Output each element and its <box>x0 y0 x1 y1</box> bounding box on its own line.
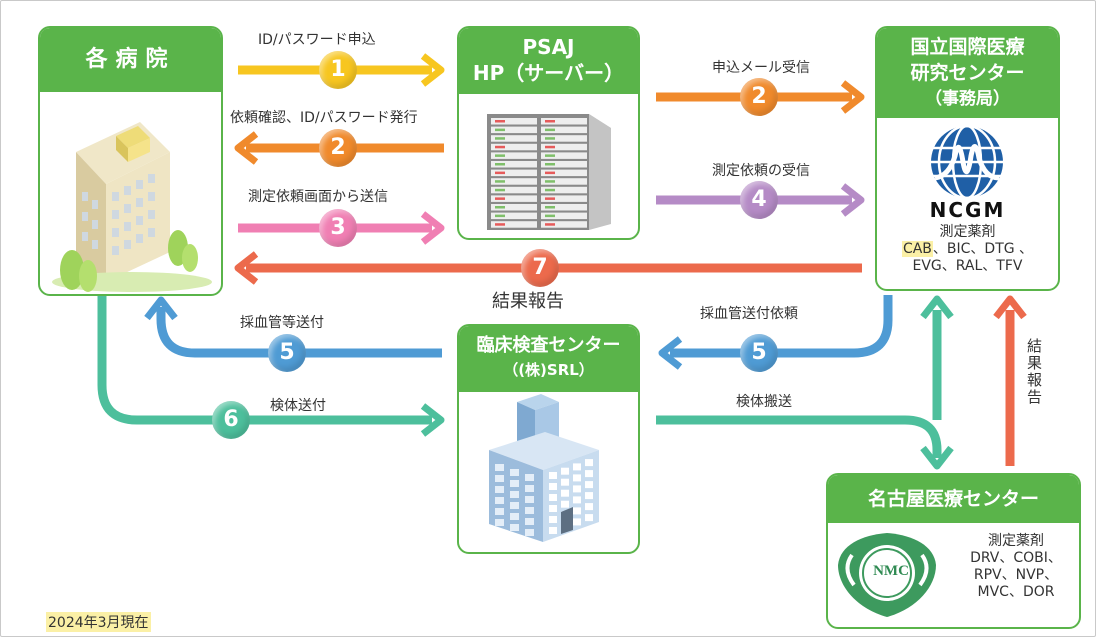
label-issue-id: 依頼確認、ID/パスワード発行 <box>230 110 418 126</box>
nagoya-drugs-heading: 測定薬剤 <box>988 533 1044 549</box>
ncgm-title-line1: 国立国際医療 <box>910 36 1025 58</box>
nagoya-drugs-line3: MVC、DOR <box>977 584 1055 600</box>
arrow-5-send-tubes <box>156 307 442 358</box>
step-5-badge-right: 5 <box>740 334 778 372</box>
nagoya-drugs-line1: DRV、COBI、 <box>970 550 1062 566</box>
ncgm-drugs-heading: 測定薬剤 <box>939 224 996 240</box>
arrow-6-send-specimen <box>97 295 432 425</box>
ncgm-drugs-line1-rest: 、BIC、DTG 、 <box>932 241 1034 257</box>
step-2-badge-left: 2 <box>319 129 357 167</box>
nagoya-drugs-line2: RPV、NVP、 <box>973 567 1059 583</box>
label-receive-mail: 申込メール受信 <box>712 60 810 76</box>
psaj-title-line2: HP（サーバー） <box>472 61 625 85</box>
hospital-title: 各病院 <box>40 28 221 92</box>
ncgm-drugs-line2: EVG、RAL、TFV <box>912 258 1023 274</box>
ncgm-title-line2: 研究センター <box>910 62 1025 84</box>
step-6-badge: 6 <box>212 401 250 439</box>
step-3-badge: 3 <box>319 209 357 247</box>
ncgm-title-line3: （事務局） <box>925 89 1010 109</box>
label-send-request: 測定依頼画面から送信 <box>248 189 388 205</box>
step-1-badge: 1 <box>319 51 357 89</box>
ncgm-drugs-line1: CAB、BIC、DTG 、 <box>877 241 1058 258</box>
label-send-tubes: 採血管等送付 <box>240 315 324 331</box>
label-result-report: 結果報告 <box>492 291 564 312</box>
as-of-date-note: 2024年3月現在 <box>46 612 151 632</box>
srl-box: 臨床検査センター （(株)SRL） <box>457 324 640 554</box>
ncgm-logo-text: NCGM <box>929 198 1006 222</box>
label-apply-id: ID/パスワード申込 <box>258 32 376 48</box>
srl-office-building-icon <box>489 394 599 542</box>
label-request-tubes: 採血管送付依頼 <box>700 306 798 322</box>
nagoya-drugs: 測定薬剤 DRV、COBI、 RPV、NVP、 MVC、DOR <box>966 533 1066 601</box>
hospital-building-icon <box>52 122 212 292</box>
arrow-specimen-transport <box>656 415 942 458</box>
label-send-specimen: 検体送付 <box>270 398 326 414</box>
srl-title-line1: 臨床検査センター <box>476 335 621 356</box>
srl-title: 臨床検査センター （(株)SRL） <box>459 326 638 392</box>
ncgm-box: 国立国際医療 研究センター （事務局） NCGM 測定薬剤 CAB、BIC、DT… <box>875 26 1060 291</box>
label-receive-request: 測定依頼の受信 <box>712 163 810 179</box>
nmc-logo-text: NMC <box>873 563 909 579</box>
step-2-badge-right: 2 <box>740 78 778 116</box>
psaj-title-line1: PSAJ <box>522 35 575 59</box>
psaj-title: PSAJ HP（サーバー） <box>459 28 638 94</box>
label-specimen-transport: 検体搬送 <box>736 394 792 410</box>
nmc-logo-icon <box>838 533 936 617</box>
hospital-box: 各病院 <box>38 26 223 296</box>
ncgm-globe-logo-icon <box>931 124 1003 200</box>
step-7-badge: 7 <box>521 249 559 287</box>
srl-title-line2: （(株)SRL） <box>503 361 594 379</box>
arrow-5-request-tubes <box>670 295 893 358</box>
step-4-badge: 4 <box>740 181 778 219</box>
psaj-box: PSAJ HP（サーバー） <box>457 26 640 240</box>
nagoya-box: 名古屋医療センター NMC 測定薬剤 DRV、COBI、 RPV、NVP、 MV… <box>826 473 1081 629</box>
ncgm-drugs: 測定薬剤 CAB、BIC、DTG 、 EVG、RAL、TFV <box>877 224 1058 275</box>
server-icon <box>487 114 611 230</box>
nagoya-title: 名古屋医療センター <box>828 475 1079 523</box>
step-5-badge-left: 5 <box>268 334 306 372</box>
ncgm-drug-highlight: CAB <box>901 241 933 257</box>
ncgm-title: 国立国際医療 研究センター （事務局） <box>877 28 1058 118</box>
label-vertical-report: 結果報告 <box>1025 338 1043 406</box>
